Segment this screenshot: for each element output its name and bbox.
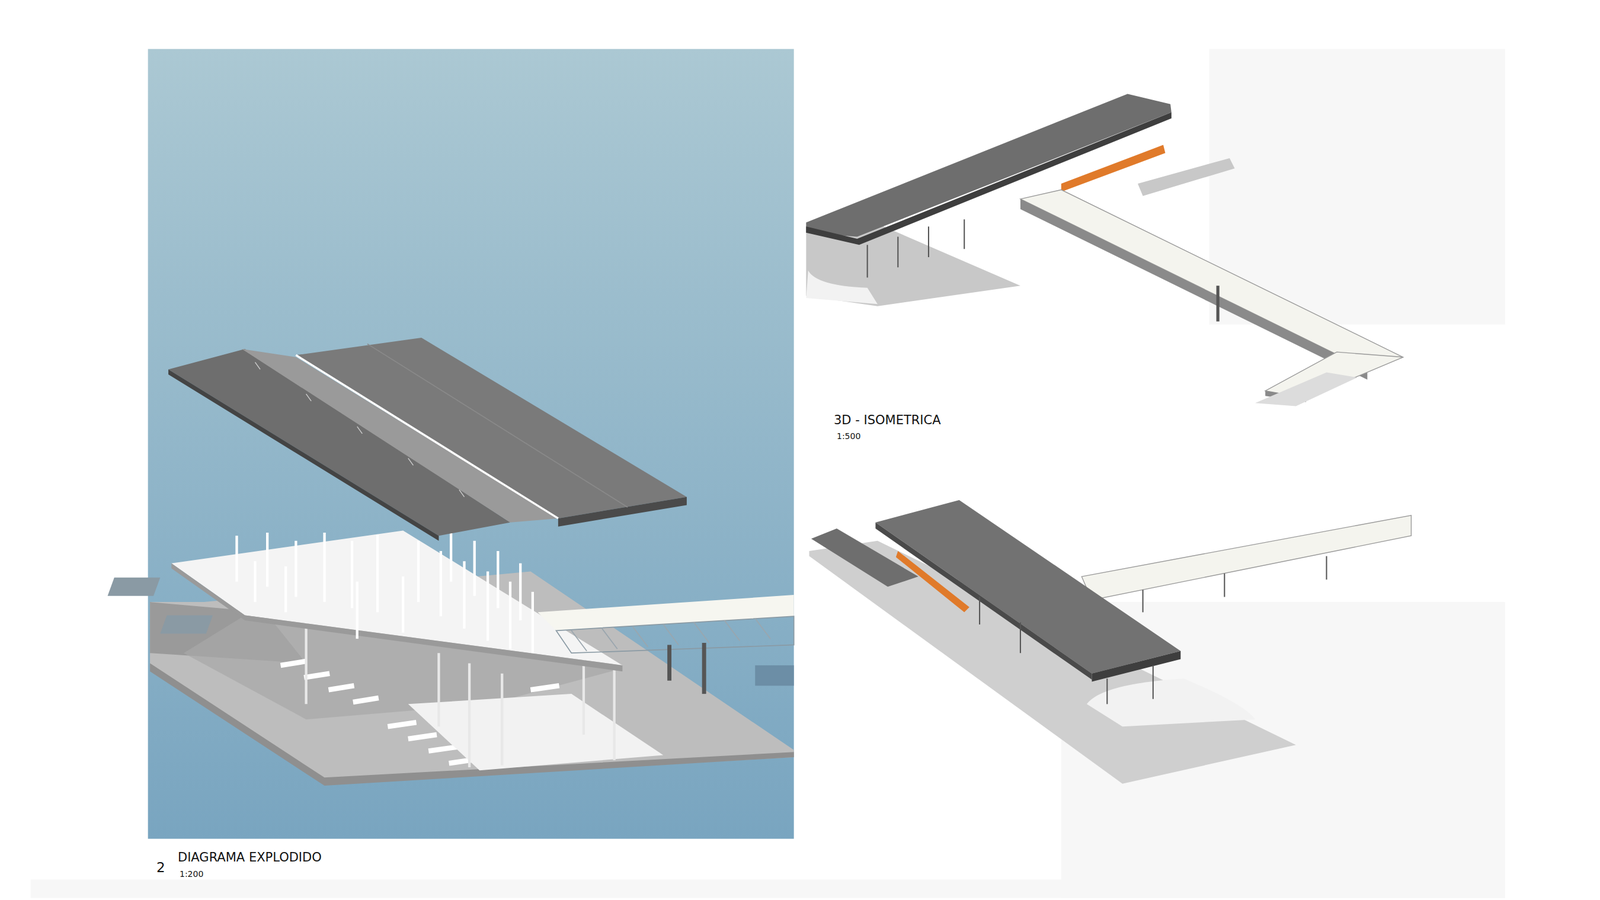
- drawing-title: 3D - ISOMETRICA: [833, 413, 942, 428]
- scale-note: 1:500: [836, 432, 861, 441]
- drawing-title: DIAGRAMA EXPLODIDO: [177, 850, 322, 865]
- perspective-view: [808, 500, 1411, 784]
- exploded-diagram: [107, 49, 795, 840]
- isometric-view: [805, 93, 1403, 406]
- sheet-number: 2: [156, 860, 166, 876]
- sheet-panel: [1208, 49, 1505, 325]
- scale-note: 1:200: [179, 869, 204, 879]
- sheet-panel: [30, 880, 1506, 899]
